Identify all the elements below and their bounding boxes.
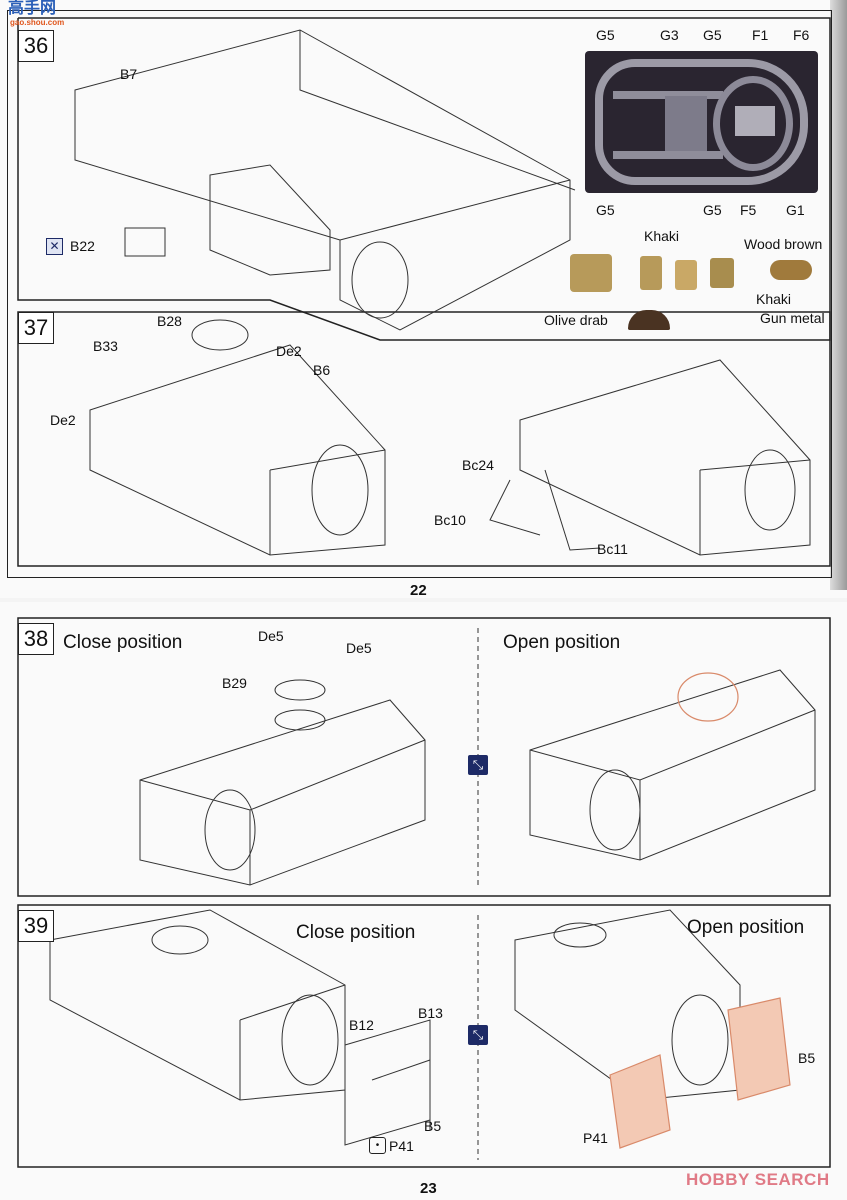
label-de2: De2 [50, 412, 76, 428]
rotate-view-icon: ⤡ [468, 1025, 488, 1045]
page-number: 23 [420, 1180, 437, 1197]
photo-label-f6: F6 [793, 27, 810, 43]
khaki-pouches [640, 256, 662, 290]
open-position-parts [609, 672, 791, 1149]
paint-wood-brown: Wood brown [744, 236, 823, 252]
label-de5: De5 [346, 640, 372, 656]
label-b5: B5 [798, 1050, 816, 1066]
step-37-number: 37 [18, 312, 54, 344]
photo-label-g3: G3 [660, 27, 679, 43]
watermark-hobby-search: HOBBY SEARCH [686, 1170, 830, 1189]
close-position-title: Close position [63, 632, 183, 653]
label-b6: B6 [313, 362, 331, 378]
watermark-gaoshou-url: gao.shou.com [10, 18, 65, 27]
tool-roll [770, 260, 812, 280]
page-curl-shadow [830, 0, 847, 590]
label-bc10: Bc10 [434, 512, 466, 528]
rotate-view-icon: ⤡ [468, 755, 488, 775]
helmet [628, 310, 670, 330]
label-de2: De2 [276, 343, 302, 359]
label-p41: P41 [583, 1130, 608, 1146]
step-39-number: 39 [18, 910, 54, 942]
label-b5: B5 [424, 1118, 442, 1134]
open-position-title: Open position [503, 632, 621, 653]
label-b7: B7 [120, 66, 138, 82]
paint-olive-drab: Olive drab [544, 312, 608, 328]
label-b22: B22 [70, 238, 95, 254]
khaki-pouches [570, 254, 612, 292]
page-23 [0, 602, 847, 1200]
open-position-title: Open position [687, 917, 805, 938]
page-number: 22 [410, 582, 427, 599]
watermark-gaoshou-logo: 高手网 [8, 0, 57, 17]
label-de5: De5 [258, 628, 284, 644]
label-p41: P41 [389, 1138, 414, 1154]
khaki-pouches [710, 258, 734, 288]
khaki-pouches [675, 260, 697, 290]
step-38-number: 38 [18, 623, 54, 655]
photo-label-f5: F5 [740, 202, 757, 218]
photo-label-g5: G5 [596, 27, 615, 43]
label-b13: B13 [418, 1005, 443, 1021]
label-b29: B29 [222, 675, 247, 691]
glue-point-icon: • [369, 1137, 386, 1154]
photo-label-f1: F1 [752, 27, 769, 43]
photo-label-g1: G1 [786, 202, 805, 218]
page-22-frame [7, 10, 832, 578]
reference-photo [585, 51, 818, 193]
paint-khaki: Khaki [644, 228, 680, 244]
do-not-glue-icon: ✕ [46, 238, 63, 255]
paint-gun-metal: Gun metal [760, 310, 825, 326]
paint-khaki-2: Khaki [756, 291, 792, 307]
close-position-title: Close position [296, 922, 416, 943]
photo-label-g5: G5 [703, 27, 722, 43]
label-b28: B28 [157, 313, 182, 329]
label-b33: B33 [93, 338, 118, 354]
label-bc11: Bc11 [597, 541, 628, 557]
hull-drawings [49, 29, 816, 1146]
photo-label-g5: G5 [596, 202, 615, 218]
step-36-number: 36 [18, 30, 54, 62]
photo-label-g5: G5 [703, 202, 722, 218]
label-b12: B12 [349, 1017, 374, 1033]
label-bc24: Bc24 [462, 457, 494, 473]
